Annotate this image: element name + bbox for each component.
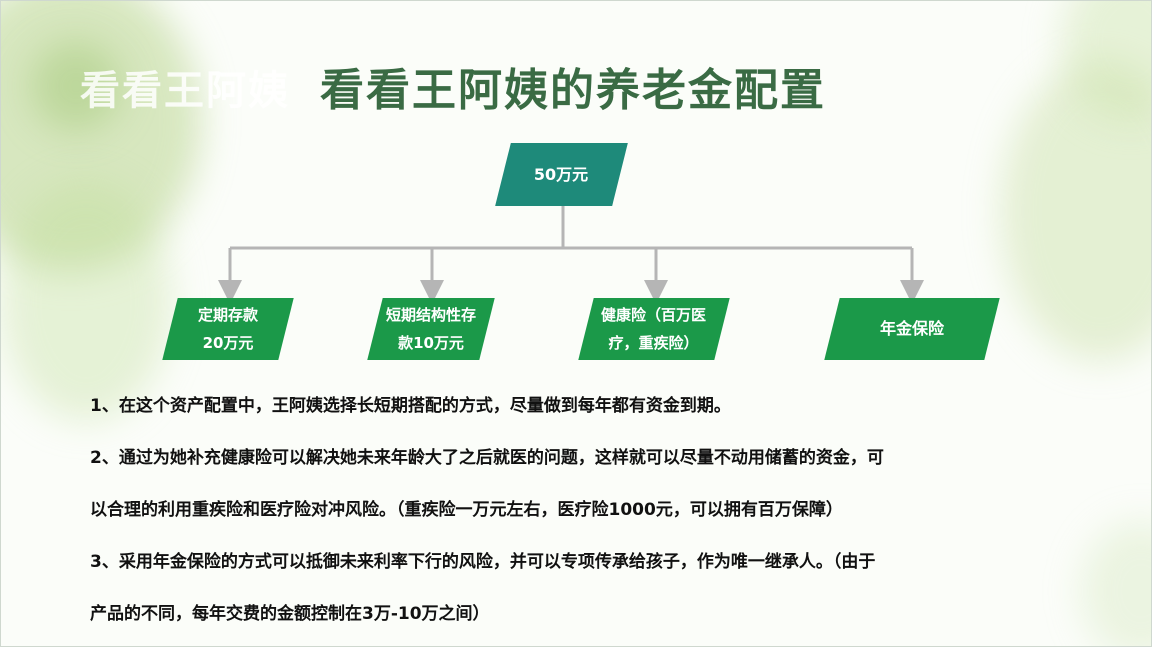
leaf-node-annuity: 年金保险 bbox=[824, 298, 1000, 360]
note-line: 1、在这个资产配置中，王阿姨选择长短期搭配的方式，尽量做到每年都有资金到期。 bbox=[90, 396, 731, 416]
watercolor-decoration bbox=[1001, 61, 1151, 361]
note-line: 2、通过为她补充健康险可以解决她未来年龄大了之后就医的问题，这样就可以尽量不动用… bbox=[90, 448, 884, 468]
note-line: 产品的不同，每年交费的金额控制在3万-10万之间） bbox=[90, 604, 490, 624]
root-node: 50万元 bbox=[495, 143, 628, 206]
leaf-node-label: 年金保险 bbox=[879, 319, 944, 338]
root-node-label: 50万元 bbox=[534, 164, 589, 184]
leaf-node-label: 款10万元 bbox=[398, 334, 464, 352]
notes-block: 1、在这个资产配置中，王阿姨选择长短期搭配的方式，尽量做到每年都有资金到期。 2… bbox=[90, 380, 1120, 640]
leaf-node-health-insurance: 健康险（百万医 疗，重疾险） bbox=[578, 298, 730, 360]
watercolor-decoration bbox=[1, 181, 171, 421]
leaf-node-label: 疗，重疾险） bbox=[608, 334, 699, 352]
note-line: 以合理的利用重疾险和医疗险对冲风险。（重疾险一万元左右，医疗险1000元，可以拥… bbox=[90, 500, 843, 520]
ghost-title: 看看王阿姨 bbox=[80, 68, 290, 114]
leaf-node-label: 健康险（百万医 bbox=[601, 306, 707, 324]
watercolor-decoration bbox=[31, 41, 121, 131]
leaf-node-label: 短期结构性存 bbox=[385, 306, 476, 324]
note-line: 3、采用年金保险的方式可以抵御未来利率下行的风险，并可以专项传承给孩子，作为唯一… bbox=[90, 552, 876, 572]
leaf-node-structured-deposit: 短期结构性存 款10万元 bbox=[367, 298, 495, 360]
leaf-node-fixed-deposit: 定期存款 20万元 bbox=[162, 298, 294, 360]
leaf-node-label: 定期存款 bbox=[197, 306, 258, 324]
slide-title: 看看王阿姨的养老金配置 bbox=[320, 65, 826, 116]
leaf-node-label: 20万元 bbox=[202, 334, 254, 352]
